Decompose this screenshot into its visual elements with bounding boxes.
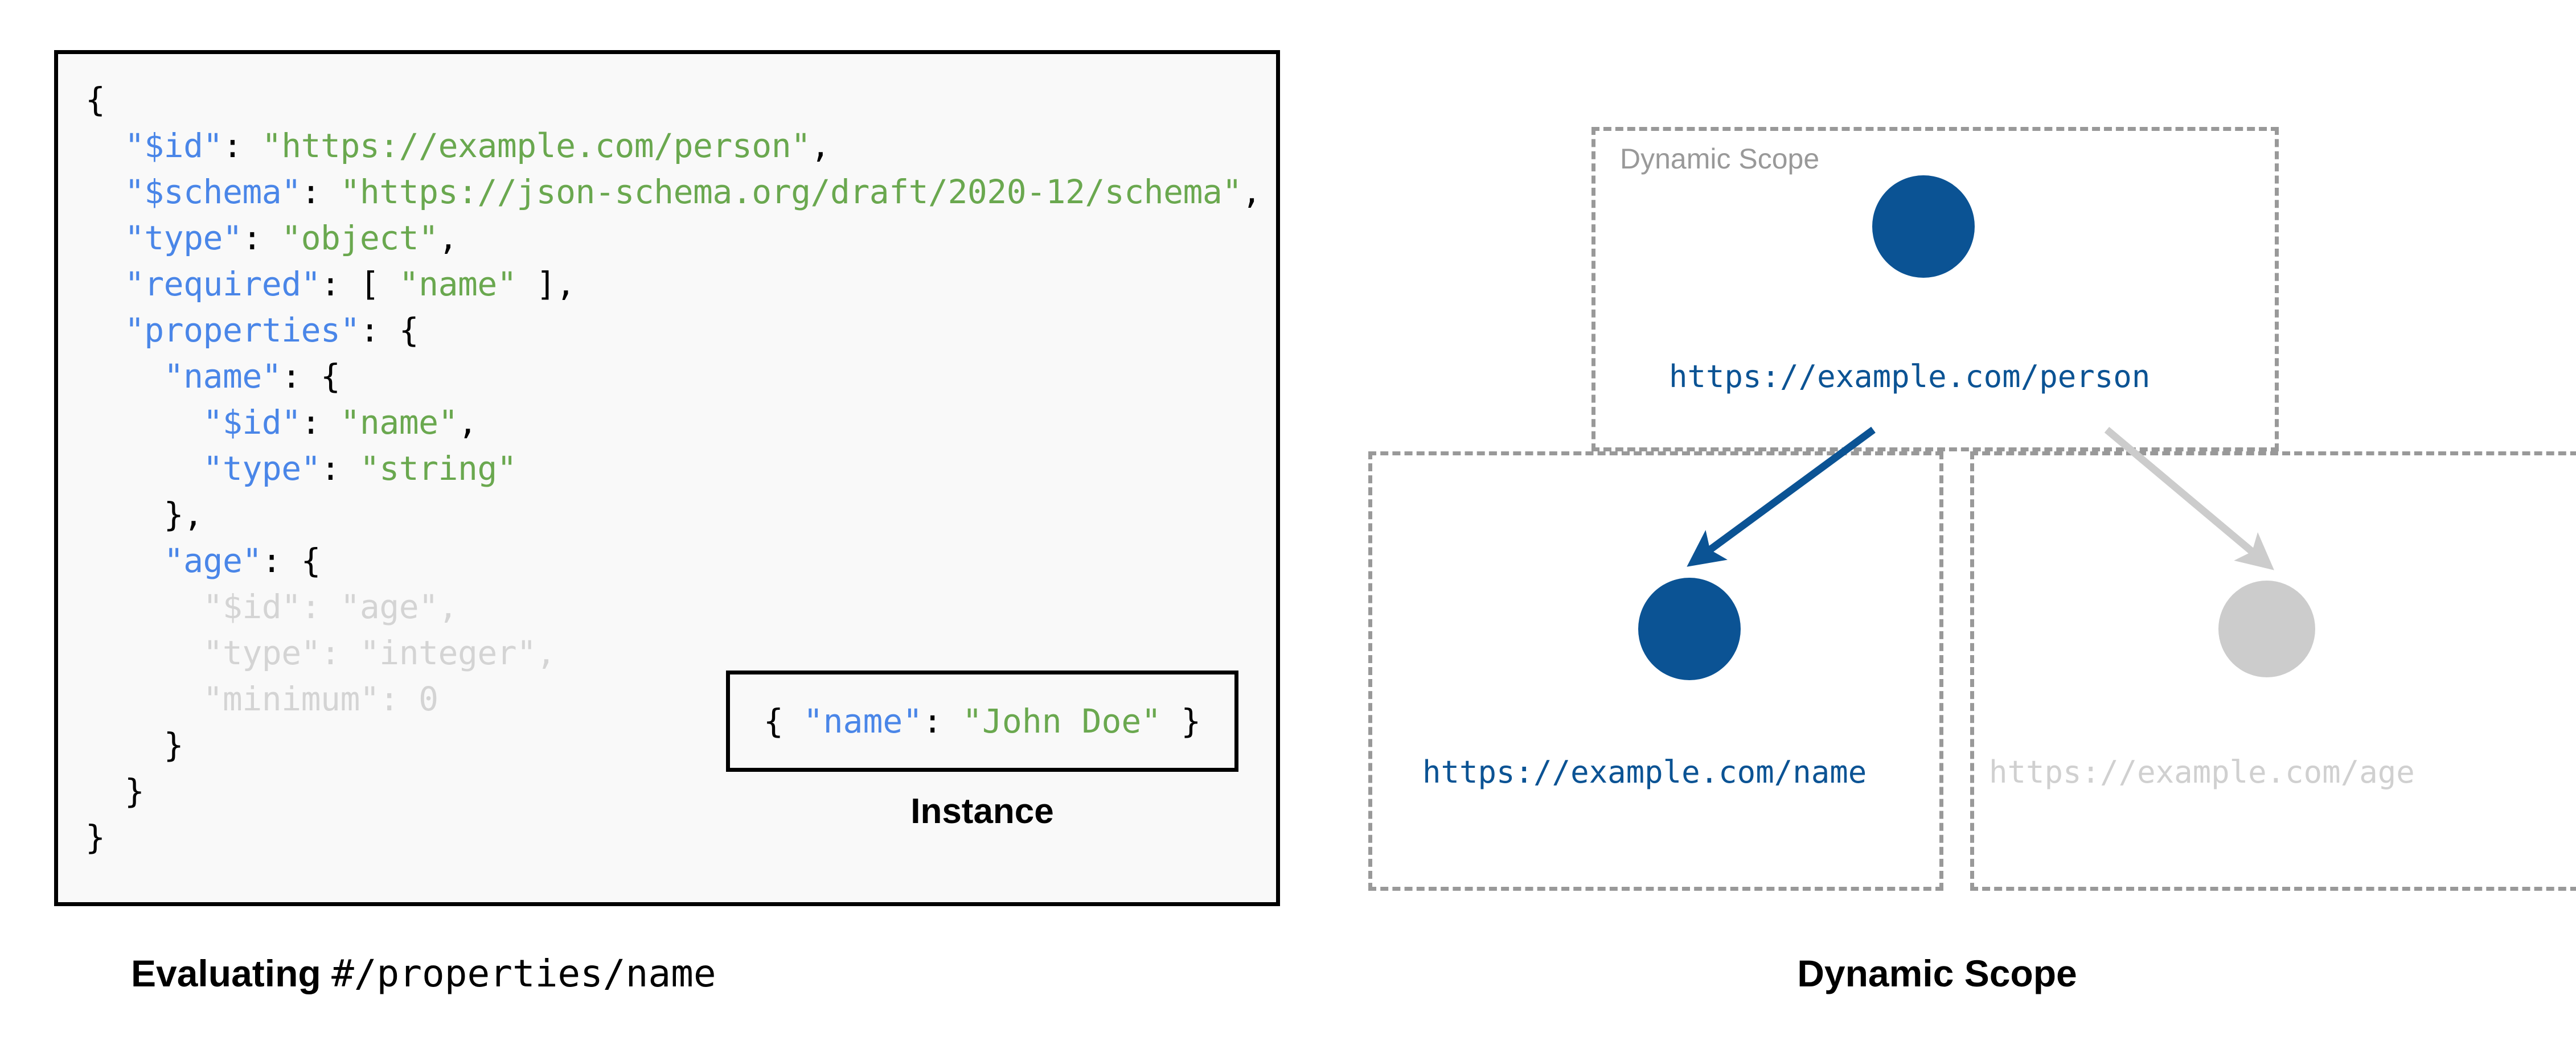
node-age-label: https://example.com/age bbox=[1989, 754, 2415, 790]
code-token: , bbox=[1241, 172, 1262, 211]
code-token bbox=[85, 219, 125, 257]
code-token: "minimum": 0 bbox=[85, 680, 439, 718]
code-token: }, bbox=[85, 495, 203, 534]
code-token: "John Doe" bbox=[962, 702, 1162, 741]
code-token: { bbox=[85, 80, 105, 119]
code-token: : { bbox=[359, 311, 419, 349]
dynamic-scope-panel: Dynamic Scope https://example.com/person… bbox=[1298, 0, 2576, 1053]
code-token: : [ bbox=[321, 265, 399, 303]
code-token: : { bbox=[261, 541, 321, 580]
code-token: "required" bbox=[124, 265, 321, 303]
code-token bbox=[85, 126, 125, 165]
code-token: : bbox=[301, 403, 341, 442]
code-token: } bbox=[85, 772, 145, 811]
code-token bbox=[85, 311, 125, 349]
code-token: "$id" bbox=[203, 403, 302, 442]
code-token: "name" bbox=[803, 702, 923, 741]
code-token bbox=[85, 449, 203, 488]
code-token bbox=[85, 357, 164, 396]
node-name-circle bbox=[1638, 578, 1741, 680]
code-line: "type": "string" bbox=[85, 446, 1261, 492]
code-token: "$id" bbox=[124, 126, 223, 165]
evaluating-caption-bold: Evaluating bbox=[131, 952, 332, 994]
schema-panel: { "$id": "https://example.com/person", "… bbox=[54, 50, 1280, 996]
code-token: : { bbox=[281, 357, 341, 396]
code-line: } bbox=[85, 815, 1261, 861]
code-token: "name" bbox=[399, 265, 517, 303]
code-line: "properties": { bbox=[85, 307, 1261, 353]
code-token: } bbox=[85, 818, 105, 857]
node-person-circle bbox=[1872, 175, 1975, 278]
code-token: , bbox=[457, 403, 478, 442]
schema-code: { "$id": "https://example.com/person", "… bbox=[85, 77, 1262, 861]
code-line: "type": "object", bbox=[85, 215, 1261, 261]
code-line: { bbox=[85, 77, 1261, 123]
code-token: "https://json-schema.org/draft/2020-12/s… bbox=[340, 172, 1242, 211]
code-line: "$id": "age", bbox=[85, 584, 1261, 630]
code-token: ], bbox=[516, 265, 576, 303]
code-line: "$schema": "https://json-schema.org/draf… bbox=[85, 169, 1262, 215]
code-token: "https://example.com/person" bbox=[261, 126, 811, 165]
code-token: "type" bbox=[124, 219, 243, 257]
schema-code-box: { "$id": "https://example.com/person", "… bbox=[54, 50, 1280, 906]
code-token: "name" bbox=[340, 403, 458, 442]
code-token bbox=[85, 265, 125, 303]
code-line: "$id": "name", bbox=[85, 400, 1261, 446]
scope-box-root bbox=[1591, 127, 2279, 451]
scope-box-age bbox=[1970, 451, 2576, 891]
code-token: "string" bbox=[359, 449, 517, 488]
code-token: : bbox=[301, 172, 341, 211]
code-token: "object" bbox=[281, 219, 438, 257]
code-token: "$schema" bbox=[124, 172, 301, 211]
code-token bbox=[85, 541, 164, 580]
dynamic-scope-caption: Dynamic Scope bbox=[1797, 952, 2077, 994]
code-token: { bbox=[763, 702, 803, 741]
node-age-circle bbox=[2218, 581, 2315, 677]
code-line: } bbox=[85, 722, 1261, 768]
code-token: "type" bbox=[203, 449, 321, 488]
code-token: } bbox=[85, 726, 184, 764]
evaluating-caption: Evaluating #/properties/name bbox=[131, 952, 716, 996]
node-person-label: https://example.com/person bbox=[1669, 359, 2151, 394]
code-token bbox=[85, 172, 125, 211]
code-line: }, bbox=[85, 492, 1261, 538]
code-token: : bbox=[222, 126, 262, 165]
code-token: "type": "integer", bbox=[85, 634, 556, 672]
code-line: "type": "integer", bbox=[85, 630, 1261, 676]
instance-code: { "name": "John Doe" } bbox=[730, 702, 1234, 741]
code-token: } bbox=[1161, 702, 1201, 741]
code-token: : bbox=[922, 702, 963, 741]
code-token: , bbox=[438, 219, 458, 257]
code-token: "name" bbox=[163, 357, 282, 396]
instance-caption: Instance bbox=[910, 792, 1054, 831]
code-line: "required": [ "name" ], bbox=[85, 261, 1261, 307]
code-token bbox=[85, 403, 203, 442]
code-token: : bbox=[242, 219, 282, 257]
code-token: : bbox=[321, 449, 360, 488]
scope-box-label: Dynamic Scope bbox=[1620, 143, 1820, 175]
code-line: } bbox=[85, 768, 1261, 815]
code-line: "minimum": 0 bbox=[85, 676, 1261, 722]
node-name-label: https://example.com/name bbox=[1422, 754, 1867, 790]
code-token: "properties" bbox=[124, 311, 360, 349]
code-line: "age": { bbox=[85, 538, 1261, 584]
instance-box: { "name": "John Doe" } bbox=[726, 671, 1238, 772]
code-line: "name": { bbox=[85, 353, 1261, 400]
scope-box-name bbox=[1368, 451, 1943, 891]
code-token: , bbox=[810, 126, 831, 165]
code-token: "$id": "age", bbox=[85, 587, 458, 626]
evaluating-caption-pointer: #/properties/name bbox=[331, 952, 716, 996]
code-token: "age" bbox=[163, 541, 262, 580]
code-line: "$id": "https://example.com/person", bbox=[85, 123, 1261, 169]
